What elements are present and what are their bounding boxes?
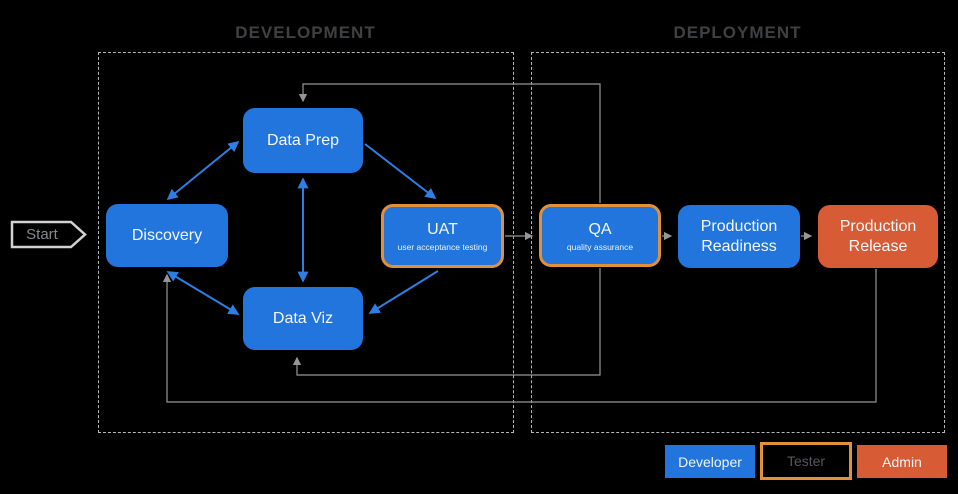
node-discovery[interactable]: Discovery: [106, 204, 228, 267]
node-discovery-title: Discovery: [131, 226, 203, 244]
node-production-release-title: Production Release: [839, 217, 917, 255]
node-qa-title: QA: [588, 220, 612, 238]
node-production-readiness[interactable]: Production Readiness: [678, 205, 800, 268]
node-data-viz[interactable]: Data Viz: [243, 287, 363, 350]
start-label: Start: [26, 226, 58, 243]
node-production-readiness-title: Production Readiness: [700, 217, 778, 255]
region-frame-development: [98, 52, 514, 433]
legend-admin[interactable]: Admin: [857, 445, 947, 478]
node-production-release[interactable]: Production Release: [818, 205, 938, 268]
node-uat[interactable]: UAT user acceptance testing: [381, 204, 504, 268]
node-uat-subtitle: user acceptance testing: [397, 242, 488, 252]
legend-tester-label: Tester: [786, 453, 826, 469]
node-qa[interactable]: QA quality assurance: [539, 204, 661, 267]
node-data-prep-title: Data Prep: [266, 131, 340, 149]
legend-developer[interactable]: Developer: [665, 445, 755, 478]
region-frame-deployment: [531, 52, 945, 433]
legend-developer-label: Developer: [678, 453, 742, 470]
node-uat-title: UAT: [427, 221, 458, 238]
node-data-viz-title: Data Viz: [272, 309, 334, 327]
legend-admin-label: Admin: [882, 453, 922, 470]
start-shape[interactable]: Start: [11, 222, 73, 247]
node-data-prep[interactable]: Data Prep: [243, 108, 363, 173]
legend-tester[interactable]: Tester: [760, 442, 852, 480]
region-label-deployment: DEPLOYMENT: [673, 23, 802, 42]
region-label-development: DEVELOPMENT: [235, 23, 376, 42]
node-qa-subtitle: quality assurance: [566, 241, 634, 252]
